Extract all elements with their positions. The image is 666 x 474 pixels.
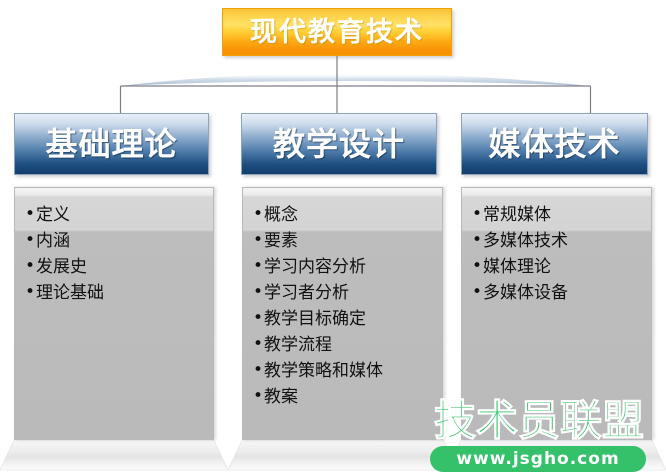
bullet-icon: • bbox=[253, 204, 264, 224]
column-base-1 bbox=[0, 439, 229, 471]
list-item[interactable]: •媒体理论 bbox=[472, 254, 645, 280]
list-item[interactable]: •教学目标确定 bbox=[253, 306, 436, 332]
list-item-label: 学习者分析 bbox=[264, 283, 350, 303]
bullet-icon: • bbox=[25, 256, 36, 276]
column-base-2 bbox=[227, 439, 458, 471]
branch-header-1-label: 基础理论 bbox=[45, 125, 178, 163]
list-item[interactable]: •发展史 bbox=[25, 254, 207, 280]
branch-header-2[interactable]: 教学设计 bbox=[241, 113, 437, 175]
watermark-brand: 技术员联盟 bbox=[434, 396, 645, 445]
list-item[interactable]: •学习内容分析 bbox=[253, 254, 436, 280]
list-item[interactable]: •教案 bbox=[253, 384, 436, 410]
bullet-icon: • bbox=[25, 204, 36, 224]
list-item-label: 定义 bbox=[36, 205, 71, 225]
bullet-icon: • bbox=[253, 256, 264, 276]
watermark-url: www.jsgho.com bbox=[456, 448, 620, 469]
list-item-label: 学习内容分析 bbox=[264, 257, 367, 277]
list-item[interactable]: •理论基础 bbox=[25, 280, 207, 306]
list-item[interactable]: •要素 bbox=[253, 228, 436, 254]
list-item[interactable]: •定义 bbox=[25, 202, 207, 228]
list-item-label: 理论基础 bbox=[36, 283, 105, 303]
bullet-icon: • bbox=[472, 230, 483, 250]
list-item-label: 要素 bbox=[264, 231, 299, 251]
bullet-icon: • bbox=[25, 230, 36, 250]
branch-list-2: •概念 •要素 •学习内容分析 •学习者分析 •教学目标确定 •教学流程 •教学… bbox=[243, 188, 442, 410]
list-item[interactable]: •概念 bbox=[253, 202, 436, 228]
branch-header-2-label: 教学设计 bbox=[272, 125, 405, 163]
list-item-label: 教案 bbox=[264, 387, 299, 407]
bullet-icon: • bbox=[253, 230, 264, 250]
list-item[interactable]: •教学策略和媒体 bbox=[253, 358, 436, 384]
bullet-icon: • bbox=[253, 282, 264, 302]
list-item-label: 发展史 bbox=[36, 257, 88, 277]
bullet-icon: • bbox=[25, 282, 36, 302]
branch-list-1: •定义 •内涵 •发展史 •理论基础 bbox=[15, 188, 213, 306]
list-item-label: 概念 bbox=[264, 205, 299, 225]
bullet-icon: • bbox=[253, 360, 264, 380]
title-shadow-arc bbox=[120, 73, 590, 86]
watermark-url-pill: www.jsgho.com bbox=[430, 446, 646, 472]
list-item[interactable]: •多媒体技术 bbox=[472, 228, 645, 254]
bullet-icon: • bbox=[253, 386, 264, 406]
list-item-label: 多媒体技术 bbox=[483, 231, 569, 251]
list-item[interactable]: •常规媒体 bbox=[472, 202, 645, 228]
list-item-label: 媒体理论 bbox=[483, 257, 552, 277]
watermark: 技术员联盟 www.jsgho.com bbox=[430, 396, 658, 472]
bullet-icon: • bbox=[472, 204, 483, 224]
root-node[interactable]: 现代教育技术 bbox=[222, 8, 452, 56]
list-item[interactable]: •内涵 bbox=[25, 228, 207, 254]
branch-header-1[interactable]: 基础理论 bbox=[14, 113, 209, 175]
list-item-label: 教学目标确定 bbox=[264, 309, 367, 329]
branch-body-1: •定义 •内涵 •发展史 •理论基础 bbox=[14, 187, 214, 440]
root-node-label: 现代教育技术 bbox=[250, 16, 424, 48]
branch-header-3-label: 媒体技术 bbox=[488, 125, 621, 163]
bullet-icon: • bbox=[472, 256, 483, 276]
branch-body-2: •概念 •要素 •学习内容分析 •学习者分析 •教学目标确定 •教学流程 •教学… bbox=[242, 187, 443, 440]
list-item-label: 内涵 bbox=[36, 231, 71, 251]
list-item[interactable]: •多媒体设备 bbox=[472, 280, 645, 306]
branch-header-3[interactable]: 媒体技术 bbox=[461, 113, 648, 175]
list-item-label: 多媒体设备 bbox=[483, 283, 569, 303]
list-item-label: 教学流程 bbox=[264, 335, 333, 355]
list-item-label: 教学策略和媒体 bbox=[264, 361, 384, 381]
list-item[interactable]: •教学流程 bbox=[253, 332, 436, 358]
bullet-icon: • bbox=[472, 282, 483, 302]
branch-list-3: •常规媒体 •多媒体技术 •媒体理论 •多媒体设备 bbox=[462, 188, 651, 306]
list-item[interactable]: •学习者分析 bbox=[253, 280, 436, 306]
bullet-icon: • bbox=[253, 308, 264, 328]
branch-body-3: •常规媒体 •多媒体技术 •媒体理论 •多媒体设备 bbox=[461, 187, 652, 440]
list-item-label: 常规媒体 bbox=[483, 205, 552, 225]
bullet-icon: • bbox=[253, 334, 264, 354]
